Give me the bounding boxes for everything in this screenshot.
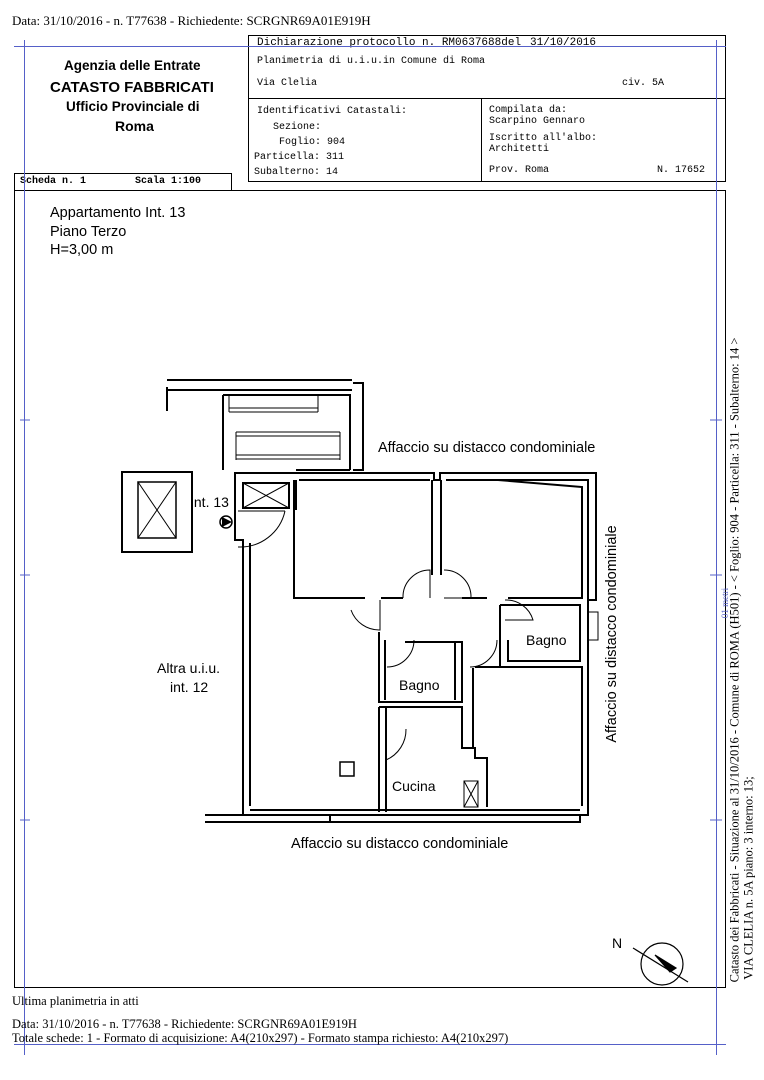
scheda-label: Scheda n. 1 [20,176,87,187]
elevator-car [137,481,177,539]
civ-text: civ. 5A [622,78,665,89]
door-center-arc [402,569,431,599]
door-center-right-arc [443,569,472,599]
albo-number: N. 17652 [657,165,706,176]
door-kitchen-arc [385,728,407,761]
bagno-top-wall [499,604,581,667]
affaccio-bottom-label: Affaccio su distacco condominiale [291,836,509,852]
bottom-balcony [330,815,581,823]
plan-height: H=3,00 m [50,242,114,258]
crop-line-left [24,40,25,1055]
ufficio-city: Roma [115,118,154,134]
ufficio-label: Ufficio Provinciale di [66,99,200,114]
planimetria-text: Planimetria di u.i.u.in Comune di Roma [257,56,486,67]
bagno-lower-wall [378,632,463,703]
via-text: Via Clelia [257,78,318,89]
sezione-label: Sezione: [273,122,322,133]
bedroom-divider-wall [431,480,442,575]
stair-treads [228,396,341,460]
affaccio-top-label: Affaccio su distacco condominiale [378,440,596,456]
top-request-line: Data: 31/10/2016 - n. T77638 - Richieden… [12,13,371,28]
prov-value: Prov. Roma [489,165,550,176]
scala-label: Scala 1:100 [135,176,202,187]
iscritto-label: Iscritto all'albo: [489,133,598,144]
apartment-inner-wall [250,479,589,811]
agency-name: Agenzia delle Entrate [64,58,201,73]
right-window [588,611,599,641]
side-catasto-line: Catasto dei Fabbricati - Situazione al 3… [727,337,742,983]
ultima-planimetria: Ultima planimetria in atti [12,994,139,1008]
kitchen-flue-cross [463,780,479,808]
cucina-label: Cucina [392,778,436,794]
lower-right-room-wall [472,666,583,806]
shaft-cross [242,482,290,509]
apartment-outer-wall [234,472,597,816]
footer-totals-line: Totale schede: 1 - Formato di acquisizio… [12,1031,509,1045]
left-neighbour-wall [205,814,331,823]
door-bagno-right-arc [504,599,534,621]
bathroom-walls [384,640,456,700]
kitchen-flue [463,780,479,808]
altra-uiu-label: Altra u.i.u. [157,660,221,676]
north-label: N [612,935,623,951]
elevator-shaft [121,471,193,553]
entry-door-arc [237,510,286,548]
compilatore-name: Scarpino Gennaro [489,116,586,127]
entry-arrow-icon [222,517,232,527]
affaccio-right-label: Affaccio su distacco condominiale [604,525,620,743]
header-divider [481,98,726,182]
door-hall-arc [469,639,498,668]
drawing-frame [14,190,726,988]
bagno-right-label: Bagno [526,632,567,648]
footer-request-line: Data: 31/10/2016 - n. T77638 - Richieden… [12,1017,357,1031]
elevator-cross [137,481,177,539]
header-identifiers-box [248,98,726,182]
foglio-value: Foglio: 904 [279,137,346,148]
compilata-label: Compilata da: [489,105,568,116]
particella-value: Particella: 311 [254,152,345,163]
crop-line-right [716,40,717,1055]
living-room-wall [293,480,487,599]
entry-marker-circle [219,515,233,529]
altra-int-label: int. 12 [170,679,209,695]
plan-title: Appartamento Int. 13 [50,205,186,221]
right-bedroom-wall [497,479,583,599]
crop-line-top [14,46,726,47]
door-living-arc [350,600,381,631]
door-bagno-left-arc [386,639,415,668]
crop-line-bottom [14,1044,726,1045]
catasto-title: CATASTO FABBRICATI [50,79,214,96]
int13-label: Int. 13 [190,494,229,510]
bagno-left-label: Bagno [399,677,440,693]
stair-outline [166,379,352,471]
kitchen-wall [378,706,488,812]
identificativi-label: Identificativi Catastali: [257,106,408,117]
stair-balcony [353,382,364,471]
plan-floor: Piano Terzo [50,224,127,240]
north-arrow-icon [632,942,689,986]
side-address-line: VIA CLELIA n. 5A piano: 3 interno: 13; [741,776,756,980]
albo-value: Architetti [489,144,550,155]
shaft-box [242,482,290,509]
column-marker [339,761,355,777]
subalterno-value: Subalterno: 14 [254,167,339,178]
